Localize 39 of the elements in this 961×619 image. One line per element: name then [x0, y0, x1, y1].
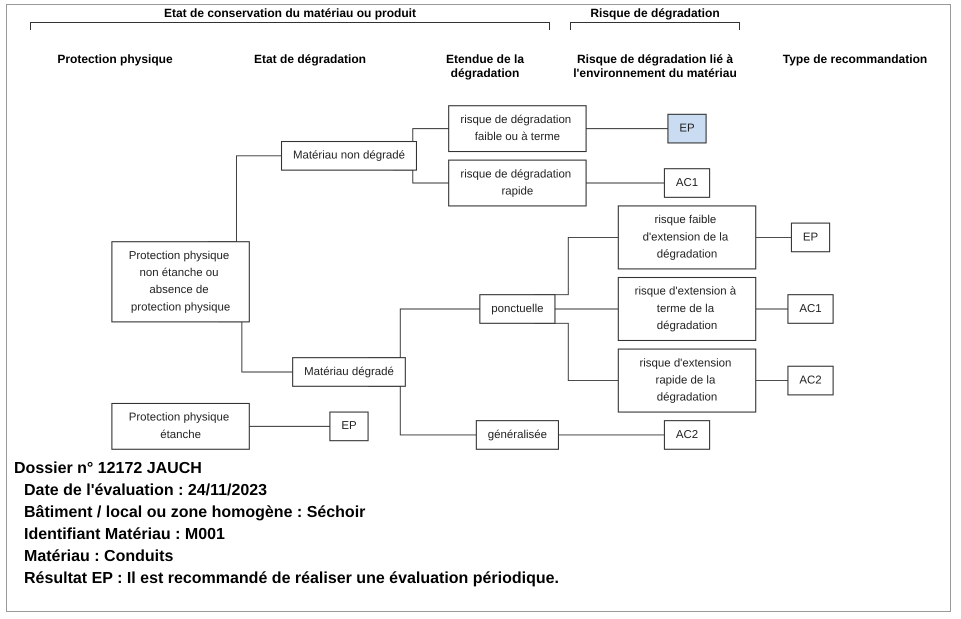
node-box: Protection physique non étanche ou absence de protection physique: [111, 241, 250, 322]
connector: [755, 380, 788, 382]
node-box: risque de dégradation rapide: [448, 160, 587, 206]
connector: [554, 308, 619, 310]
node-box: Protection physique étanche: [111, 402, 250, 450]
group-heading: Risque de dégradation: [589, 6, 721, 20]
info-line: Matériau : Conduits: [24, 547, 174, 567]
node-box: ponctuelle: [479, 294, 556, 324]
node-box: AC1: [664, 168, 710, 198]
column-heading: Protection physique: [56, 52, 174, 66]
connector: [248, 426, 330, 427]
info-line: Identifiant Matériau : M001: [24, 525, 225, 545]
node-box: Matériau non dégradé: [280, 140, 417, 171]
node-box: AC2: [787, 366, 834, 396]
node-box: risque faible d'extension de la dégradation: [618, 205, 756, 270]
node-box: Matériau dégradé: [292, 357, 406, 387]
node-box: EP: [667, 114, 707, 144]
info-line: Date de l'évaluation : 24/11/2023: [24, 481, 268, 501]
node-box: AC2: [664, 420, 710, 450]
connector: [586, 182, 665, 184]
column-heading: Type de recommandation: [782, 52, 928, 66]
group-heading: Etat de conservation du matériau ou produit: [162, 6, 418, 20]
node-box: EP: [329, 412, 369, 442]
node-box: risque de dégradation faible ou à terme: [448, 105, 587, 152]
column-heading: Etat de dégradation: [252, 52, 367, 66]
file-heading: Dossier n° 12172 JAUCH: [14, 459, 202, 479]
node-box: généralisée: [476, 420, 559, 450]
node-box: risque d'extension à terme de la dégradation: [618, 276, 756, 342]
connector: [755, 236, 792, 238]
info-line: Bâtiment / local ou zone homogène : Séchoir: [24, 503, 366, 523]
connector: [755, 308, 788, 310]
info-line: Résultat EP : Il est recommandé de réaliser une évaluation périodique.: [24, 569, 559, 589]
connector: [558, 434, 665, 436]
node-box: risque d'extension rapide de la dégradation: [618, 348, 756, 413]
column-heading: Etendue de la dégradation: [444, 52, 526, 80]
connector: [586, 128, 668, 130]
node-box: EP: [790, 222, 830, 252]
column-heading: Risque de dégradation lié à l'environnement du matériau: [572, 52, 738, 80]
node-box: AC1: [787, 294, 834, 324]
